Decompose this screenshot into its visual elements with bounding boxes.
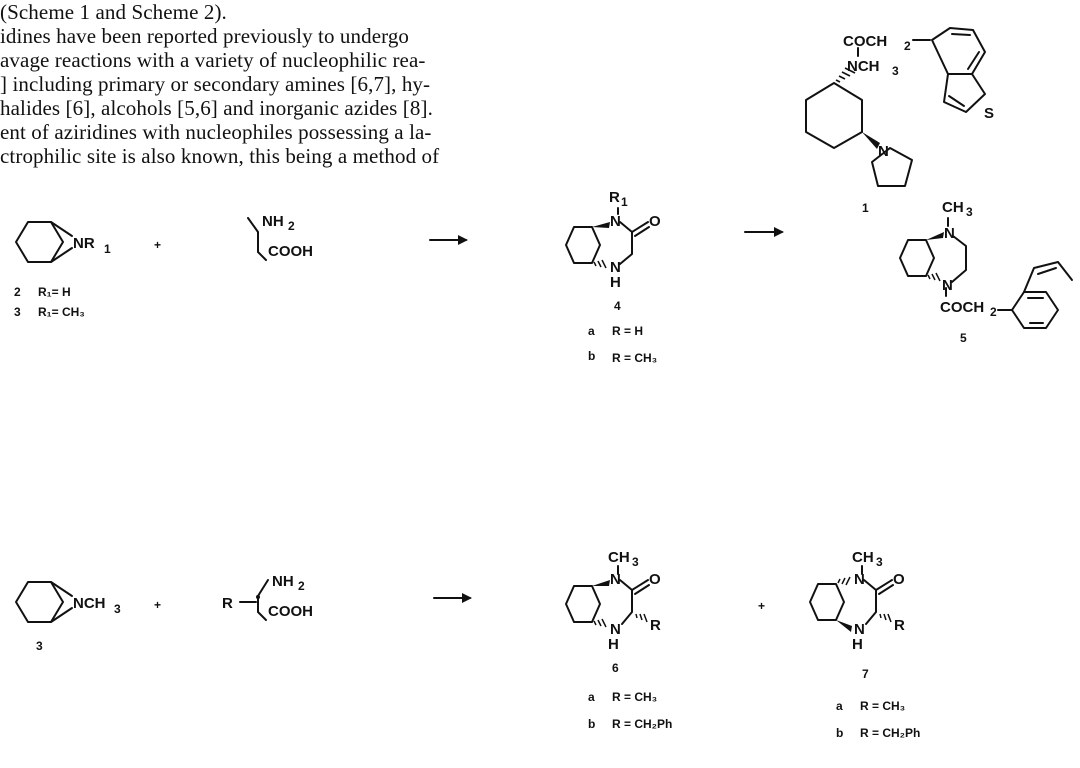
scheme-1-aziridine-nr: NR xyxy=(73,235,95,252)
scheme-2-label-3: 3 xyxy=(36,639,43,653)
text-line: ctrophilic site is also known, this bein… xyxy=(0,144,440,168)
scheme-1-variant-b-letter: b xyxy=(588,349,595,363)
scheme-2-p7-ch3-sub: 3 xyxy=(876,555,883,569)
scheme-1-p5-n1: N xyxy=(944,225,955,242)
scheme-2-variant-6b-letter: b xyxy=(588,717,595,731)
scheme-1-variant-b: R = CH₃ xyxy=(612,351,657,365)
text-line: avage reactions with a variety of nucleo… xyxy=(0,48,426,72)
scheme-1-r2: R₁= H xyxy=(38,285,71,299)
scheme-2-variant-6a: R = CH₃ xyxy=(612,690,657,704)
compound-1-pyrrolidine-n: N xyxy=(878,143,889,160)
text-line: (Scheme 1 and Scheme 2). xyxy=(0,0,227,24)
scheme-2-label-7: 7 xyxy=(862,667,869,681)
scheme-2-p6-n: N xyxy=(610,571,621,588)
scheme-2-p6-o: O xyxy=(649,571,661,588)
scheme-2-amino-cooh: COOH xyxy=(268,603,313,620)
scheme-1-p4-r: R xyxy=(609,189,620,206)
scheme-2-amino-nh2: NH xyxy=(272,573,294,590)
scheme-1-glycine-nh2: NH xyxy=(262,213,284,230)
scheme-1: NR 1 + NH 2 COOH 2 R₁= H 3 R₁= CH₃ xyxy=(14,189,1073,365)
compound-1-coch2: COCH xyxy=(843,33,887,50)
scheme-2-amino-r: R xyxy=(222,595,233,612)
scheme-1-label-3: 3 xyxy=(14,305,21,319)
compound-1-label: 1 xyxy=(862,201,869,215)
scheme-1-glycine-nh2-sub: 2 xyxy=(288,219,295,233)
text-line: ] including primary or secondary amines … xyxy=(0,72,431,96)
scheme-2-amino-nh2-sub: 2 xyxy=(298,579,305,593)
scheme-2-p6-ch3: CH xyxy=(608,549,630,566)
scheme-1-r3: R₁= CH₃ xyxy=(38,305,85,319)
scheme-1-variant-a-letter: a xyxy=(588,324,595,338)
scheme-2-variant-7a-letter: a xyxy=(836,699,843,713)
scheme-1-p4-n1: N xyxy=(610,213,621,230)
scheme-1-label-2: 2 xyxy=(14,285,21,299)
compound-1-nch3-sub: 3 xyxy=(892,64,899,78)
compound-1-sulfur: S xyxy=(984,105,994,122)
scheme-2-p6-nh-h: H xyxy=(608,636,619,653)
scheme-1-plus: + xyxy=(154,238,161,252)
scheme-2-variant-7a: R = CH₃ xyxy=(860,699,905,713)
scheme-1-p5-ch3-sub: 3 xyxy=(966,205,973,219)
scheme-2-p7-nh-h: H xyxy=(852,636,863,653)
scheme-2-variant-7b-letter: b xyxy=(836,726,843,740)
scheme-1-variant-a: R = H xyxy=(612,324,643,338)
scheme-2-variant-6a-letter: a xyxy=(588,690,595,704)
scheme-1-glycine-cooh: COOH xyxy=(268,243,313,260)
scheme-2-variant-7b: R = CH₂Ph xyxy=(860,726,920,740)
compound-1-structure: COCH 2 NCH 3 N S 1 xyxy=(805,27,994,215)
scheme-1-label-4: 4 xyxy=(614,299,621,313)
scheme-2-plus-2: + xyxy=(758,599,765,613)
scheme-2-p7-n: N xyxy=(854,571,865,588)
compound-1-nch3: NCH xyxy=(847,58,880,75)
text-line: idines have been reported previously to … xyxy=(0,24,410,48)
scheme-1-p4-o: O xyxy=(649,213,661,230)
text-line: ent of aziridines with nucleophiles poss… xyxy=(0,120,432,144)
scheme-2-p6-r: R xyxy=(650,617,661,634)
scheme-1-p4-r-sub: 1 xyxy=(621,195,628,209)
scheme-1-p5-coch2-sub: 2 xyxy=(990,305,997,319)
scheme-1-p5-ch3: CH xyxy=(942,199,964,216)
scheme-2: NCH 3 3 + R NH 2 COOH xyxy=(15,549,920,740)
scheme-2-p7-o: O xyxy=(893,571,905,588)
scheme-1-label-5: 5 xyxy=(960,331,967,345)
scheme-2-label-6: 6 xyxy=(612,661,619,675)
scheme-1-aziridine-sub: 1 xyxy=(104,242,111,256)
scheme-1-p4-nh-n: N xyxy=(610,259,621,276)
scheme-2-p6-nh-n: N xyxy=(610,621,621,638)
scheme-1-p4-nh-h: H xyxy=(610,274,621,291)
scheme-2-variant-6b: R = CH₂Ph xyxy=(612,717,672,731)
body-paragraph: (Scheme 1 and Scheme 2). idines have bee… xyxy=(0,0,700,168)
scheme-1-p5-n2: N xyxy=(942,277,953,294)
scheme-2-plus: + xyxy=(154,598,161,612)
scheme-2-p6-ch3-sub: 3 xyxy=(632,555,639,569)
scheme-2-p7-ch3: CH xyxy=(852,549,874,566)
scheme-2-aziridine-sub: 3 xyxy=(114,602,121,616)
compound-1-coch2-sub: 2 xyxy=(904,39,911,53)
scheme-2-p7-nh-n: N xyxy=(854,621,865,638)
scheme-2-aziridine-nch3: NCH xyxy=(73,595,106,612)
text-line: halides [6], alcohols [5,6] and inorgani… xyxy=(0,96,433,120)
scheme-2-p7-r: R xyxy=(894,617,905,634)
scheme-1-p5-coch2: COCH xyxy=(940,299,984,316)
